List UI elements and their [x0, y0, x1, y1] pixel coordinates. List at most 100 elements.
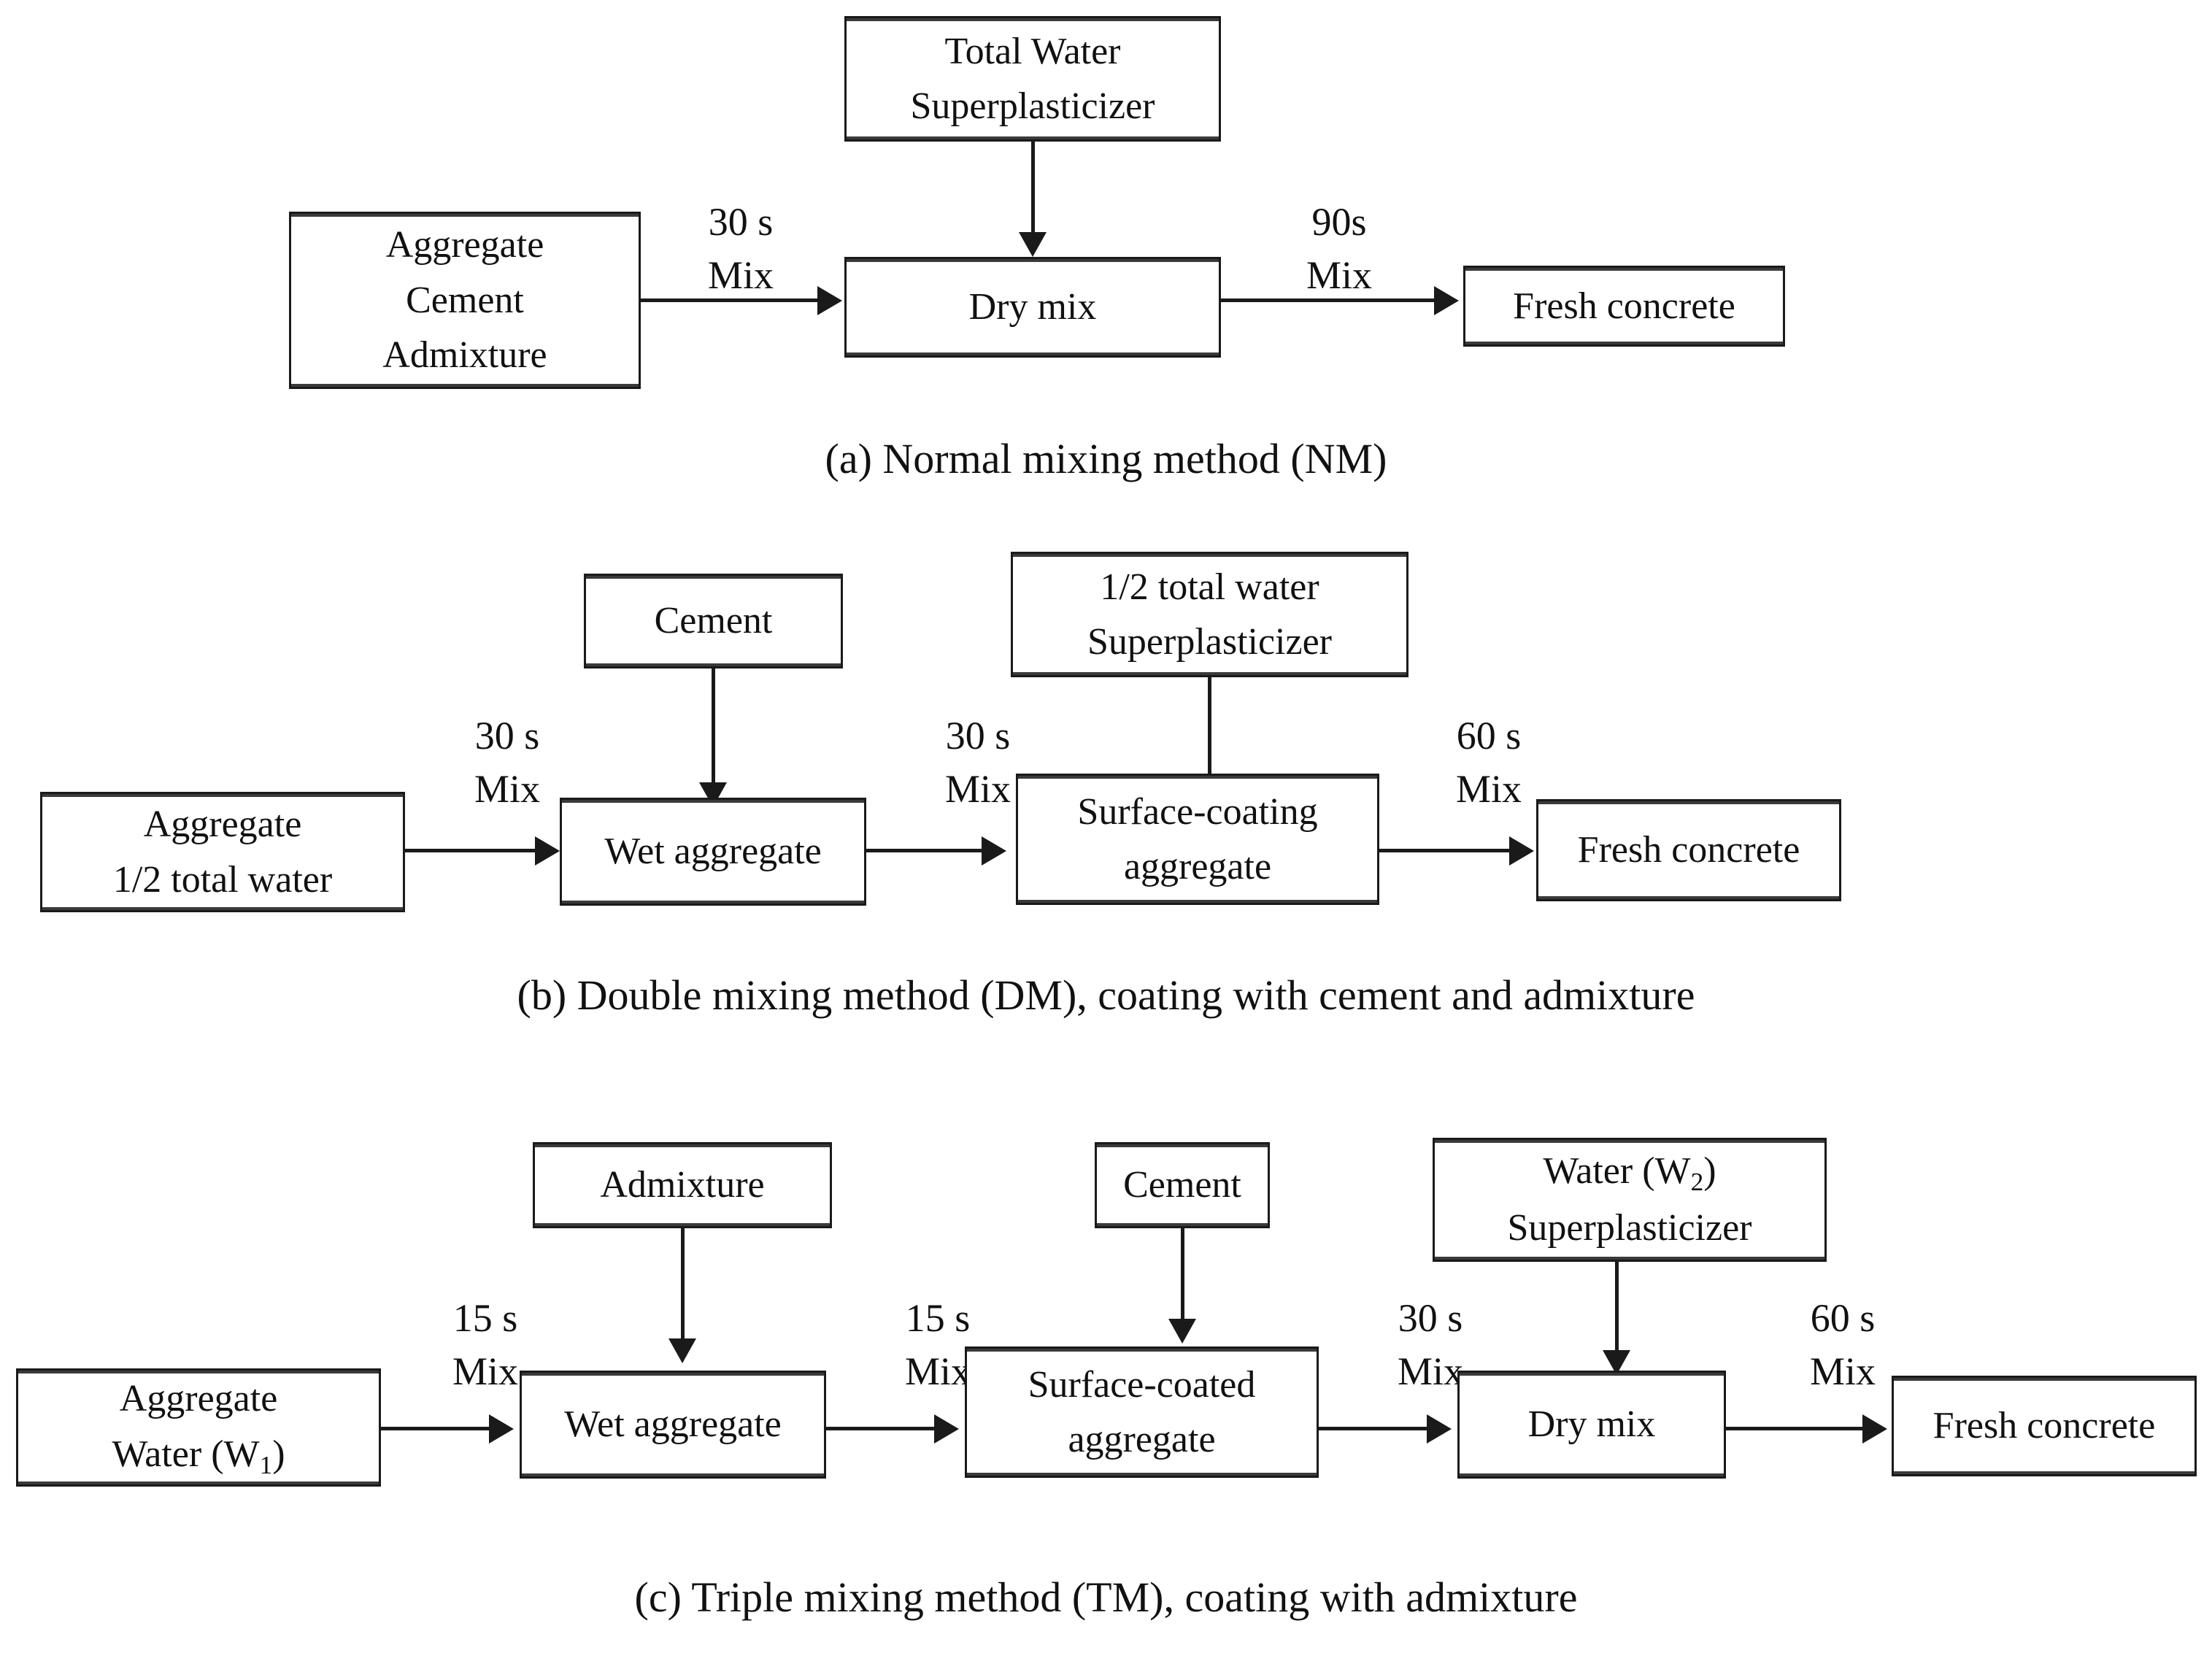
- edge-time: 15 s: [905, 1296, 971, 1340]
- panel-a-arrowhead-down: [1019, 232, 1047, 257]
- caption-text: (b) Double mixing method (DM), coating w…: [517, 971, 1695, 1019]
- panel-b-connector-additive-1-vertical: [712, 668, 715, 785]
- box-line: Cement: [1123, 1164, 1241, 1206]
- panel-c-source-box[interactable]: Aggregate Water (W1): [16, 1368, 381, 1487]
- edge-time: 30 s: [708, 200, 774, 244]
- panel-c-product-box[interactable]: Fresh concrete: [1892, 1376, 2197, 1476]
- panel-a-source-box[interactable]: Aggregate Cement Admixture: [289, 212, 641, 389]
- edge-action: Mix: [1809, 1349, 1876, 1393]
- edge-action: Mix: [944, 766, 1011, 811]
- panel-c-edge-label-3: 30 s Mix: [1350, 1292, 1511, 1398]
- box-line: Fresh concrete: [1513, 285, 1735, 327]
- panel-c-arrowhead-down-2: [1168, 1319, 1196, 1344]
- panel-b-stage2-box[interactable]: Surface-coating aggregate: [1016, 774, 1379, 905]
- panel-c-arrowhead-4: [1862, 1414, 1887, 1444]
- panel-b-edge-label-1: 30 s Mix: [427, 709, 587, 816]
- box-line: Superplasticizer: [1507, 1207, 1752, 1249]
- box-line: Surface-coated: [1028, 1363, 1256, 1406]
- edge-action: Mix: [1455, 766, 1522, 811]
- panel-b-edge-label-2: 30 s Mix: [898, 709, 1058, 816]
- panel-c-connector-additive-2-vertical: [1181, 1228, 1184, 1322]
- panel-c-connector-additive-1-vertical: [681, 1228, 685, 1341]
- box-line: Aggregate: [119, 1378, 278, 1420]
- box-line-compound: Water (W2): [1543, 1144, 1716, 1201]
- box-line: aggregate: [1123, 846, 1272, 887]
- box-line-compound: Water (W1): [112, 1427, 285, 1484]
- panel-b-edge-label-3: 60 s Mix: [1408, 709, 1569, 816]
- caption-text: (c) Triple mixing method (TM), coating w…: [634, 1573, 1578, 1621]
- panel-c-connector-4: [1726, 1427, 1865, 1430]
- source-water-subscript: 1: [259, 1449, 273, 1479]
- panel-b-connector-1: [405, 849, 536, 852]
- box-line: aggregate: [1068, 1419, 1216, 1460]
- panel-c-additive-2-box[interactable]: Cement: [1095, 1142, 1270, 1228]
- source-water-close: ): [272, 1433, 285, 1475]
- panel-b-connector-2: [866, 849, 983, 852]
- edge-time: 60 s: [1810, 1296, 1876, 1340]
- panel-c-additive-1-box[interactable]: Admixture: [533, 1142, 832, 1228]
- source-water-label: Water (W: [112, 1433, 260, 1475]
- edge-time: 30 s: [1398, 1296, 1463, 1340]
- caption-text: (a) Normal mixing method (NM): [825, 435, 1387, 482]
- additive-3-water-label: Water (W: [1543, 1150, 1691, 1192]
- panel-a-connector-additive-vertical: [1031, 142, 1035, 235]
- box-line: Superplasticizer: [1087, 621, 1332, 663]
- panel-a-connector-2: [1221, 298, 1436, 302]
- edge-time: 60 s: [1456, 714, 1522, 758]
- box-line: Fresh concrete: [1577, 829, 1800, 871]
- panel-c-edge-label-4: 60 s Mix: [1762, 1292, 1923, 1398]
- box-line: Dry mix: [1527, 1403, 1656, 1446]
- edge-time: 90s: [1311, 200, 1367, 244]
- panel-b-stage1-box[interactable]: Wet aggregate: [560, 798, 866, 906]
- edge-action: Mix: [1306, 253, 1373, 297]
- panel-a-arrowhead-2: [1434, 286, 1459, 315]
- panel-a-additive-top-box[interactable]: Total Water Superplasticizer: [844, 16, 1221, 142]
- panel-b-arrowhead-2: [982, 836, 1006, 866]
- panel-a-arrowhead-1: [817, 286, 842, 315]
- box-line: Wet aggregate: [604, 831, 822, 873]
- panel-b-connector-additive-2-vertical: [1208, 677, 1211, 779]
- panel-c-stage2-box[interactable]: Surface-coated aggregate: [965, 1346, 1319, 1478]
- box-line: Dry mix: [968, 286, 1097, 328]
- edge-action: Mix: [707, 253, 774, 297]
- panel-c-arrowhead-down-1: [668, 1338, 696, 1363]
- panel-c-arrowhead-1: [489, 1414, 514, 1444]
- panel-c-stage1-box[interactable]: Wet aggregate: [520, 1371, 826, 1479]
- panel-b-arrowhead-3: [1509, 836, 1534, 866]
- edge-time: 30 s: [945, 714, 1011, 758]
- edge-time: 15 s: [452, 1296, 518, 1340]
- panel-c-stage3-box[interactable]: Dry mix: [1457, 1371, 1726, 1479]
- panel-b-source-box[interactable]: Aggregate 1/2 total water: [40, 792, 405, 912]
- panel-a-edge-label-1: 30 s Mix: [657, 196, 825, 302]
- panel-c-connector-1: [381, 1427, 490, 1430]
- panel-b-product-box[interactable]: Fresh concrete: [1536, 799, 1841, 901]
- additive-3-water-close: ): [1703, 1150, 1716, 1192]
- panel-b-additive-2-box[interactable]: 1/2 total water Superplasticizer: [1011, 552, 1408, 677]
- panel-c-arrowhead-2: [934, 1414, 959, 1444]
- panel-c-edge-label-1: 15 s Mix: [405, 1292, 566, 1398]
- panel-a-stage1-box[interactable]: Dry mix: [844, 257, 1221, 358]
- edge-action: Mix: [452, 1349, 519, 1393]
- panel-c-connector-2: [826, 1427, 936, 1430]
- panel-a-connector-1: [641, 298, 820, 302]
- panel-b-additive-1-box[interactable]: Cement: [584, 574, 843, 668]
- box-line: 1/2 total water: [1100, 566, 1319, 608]
- box-line: Cement: [654, 600, 773, 642]
- panel-c-caption: (c) Triple mixing method (TM), coating w…: [0, 1573, 2212, 1622]
- panel-c-arrowhead-3: [1427, 1414, 1452, 1444]
- panel-a-edge-label-2: 90s Mix: [1255, 196, 1423, 302]
- panel-a-product-box[interactable]: Fresh concrete: [1463, 266, 1785, 347]
- edge-action: Mix: [1397, 1349, 1464, 1393]
- box-line: Total Water: [944, 30, 1121, 72]
- panel-a-caption: (a) Normal mixing method (NM): [0, 434, 2212, 483]
- panel-c-connector-3: [1319, 1427, 1428, 1430]
- panel-c-connector-additive-3-vertical: [1615, 1262, 1619, 1353]
- panel-c-edge-label-2: 15 s Mix: [858, 1292, 1018, 1398]
- box-line: Fresh concrete: [1932, 1405, 2156, 1447]
- panel-c-additive-3-box[interactable]: Water (W2) Superplasticizer: [1433, 1138, 1827, 1262]
- box-line: Wet aggregate: [564, 1403, 782, 1446]
- edge-action: Mix: [904, 1349, 971, 1393]
- box-line: Admixture: [382, 334, 547, 377]
- additive-3-water-subscript: 2: [1690, 1167, 1704, 1197]
